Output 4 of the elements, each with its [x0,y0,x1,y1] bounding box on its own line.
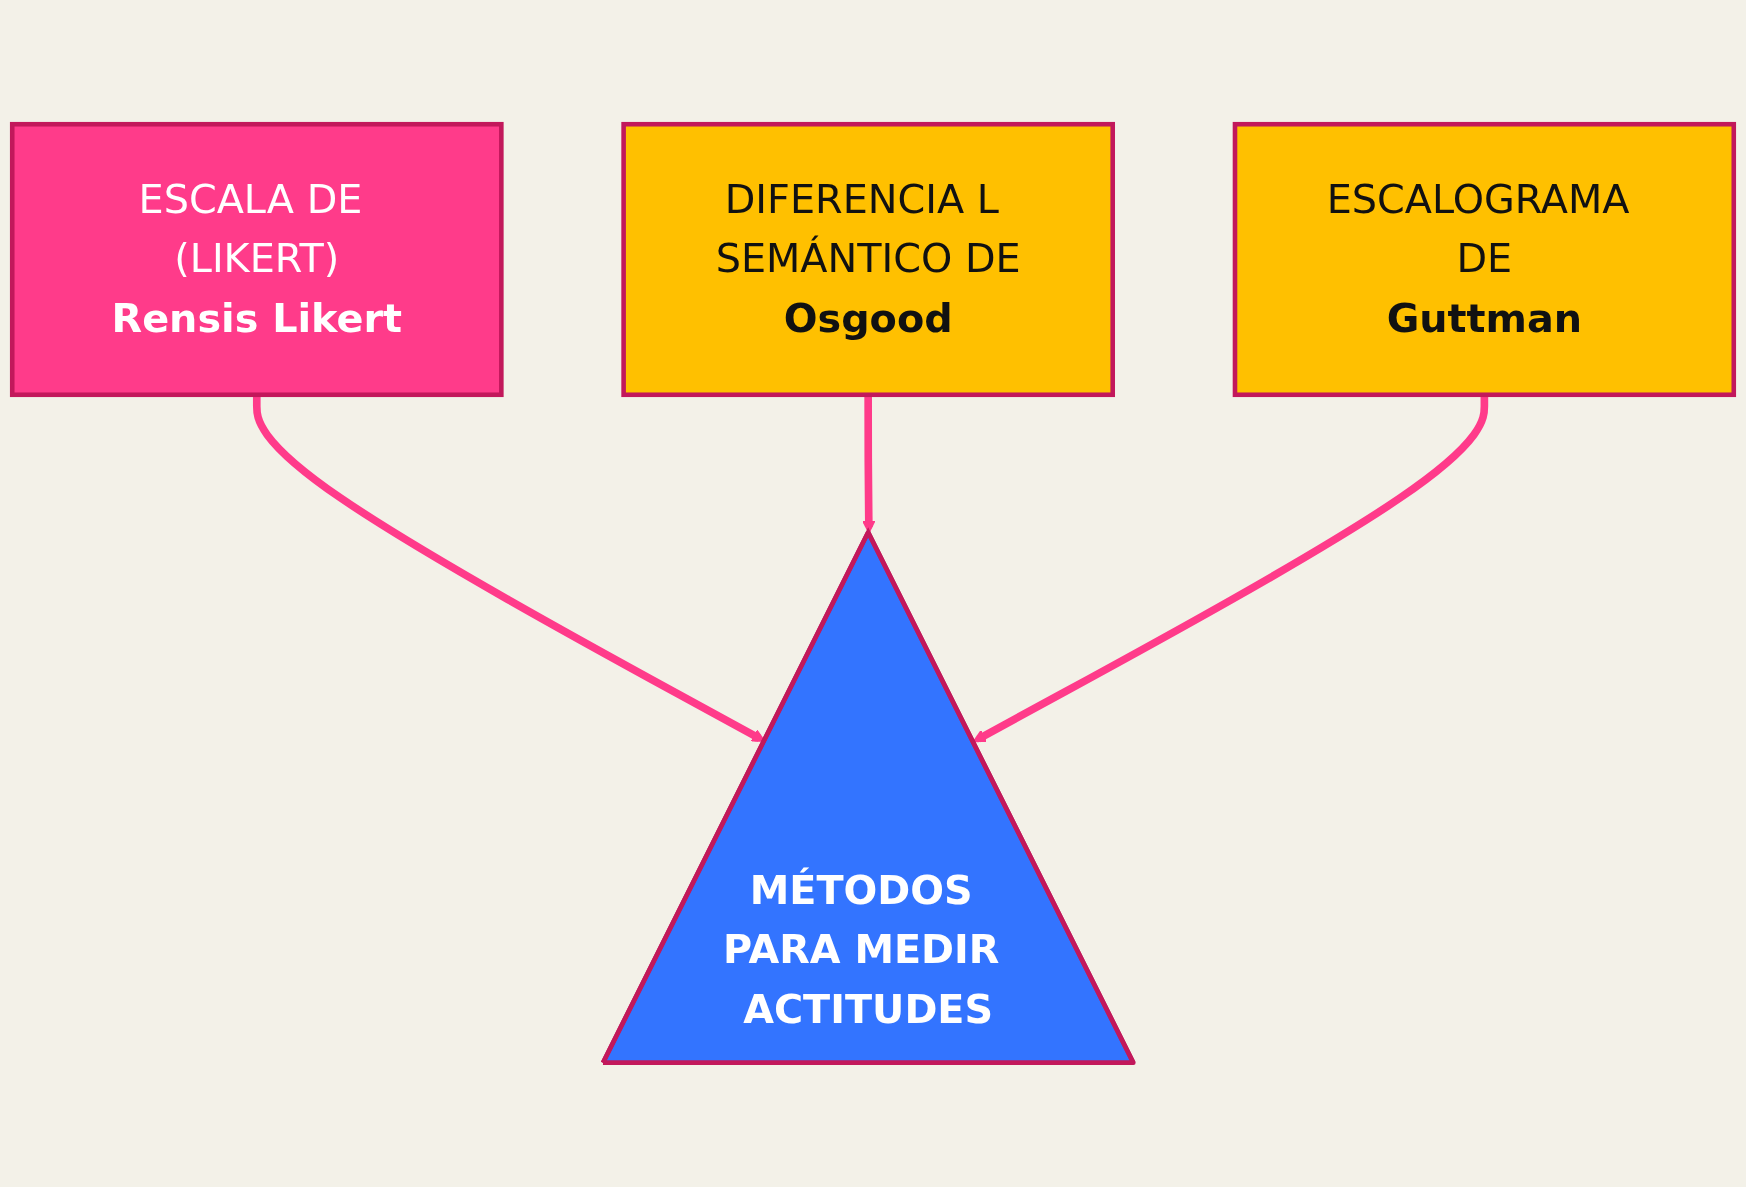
node-box: DIFERENCIA L SEMÁNTICO DE Osgood [621,121,1115,398]
node-box: ESCALOGRAMA DE Guttman [1232,121,1737,398]
arrow [862,394,876,534]
node-box: ESCALA DE (LIKERT) Rensis Likert [9,121,504,398]
